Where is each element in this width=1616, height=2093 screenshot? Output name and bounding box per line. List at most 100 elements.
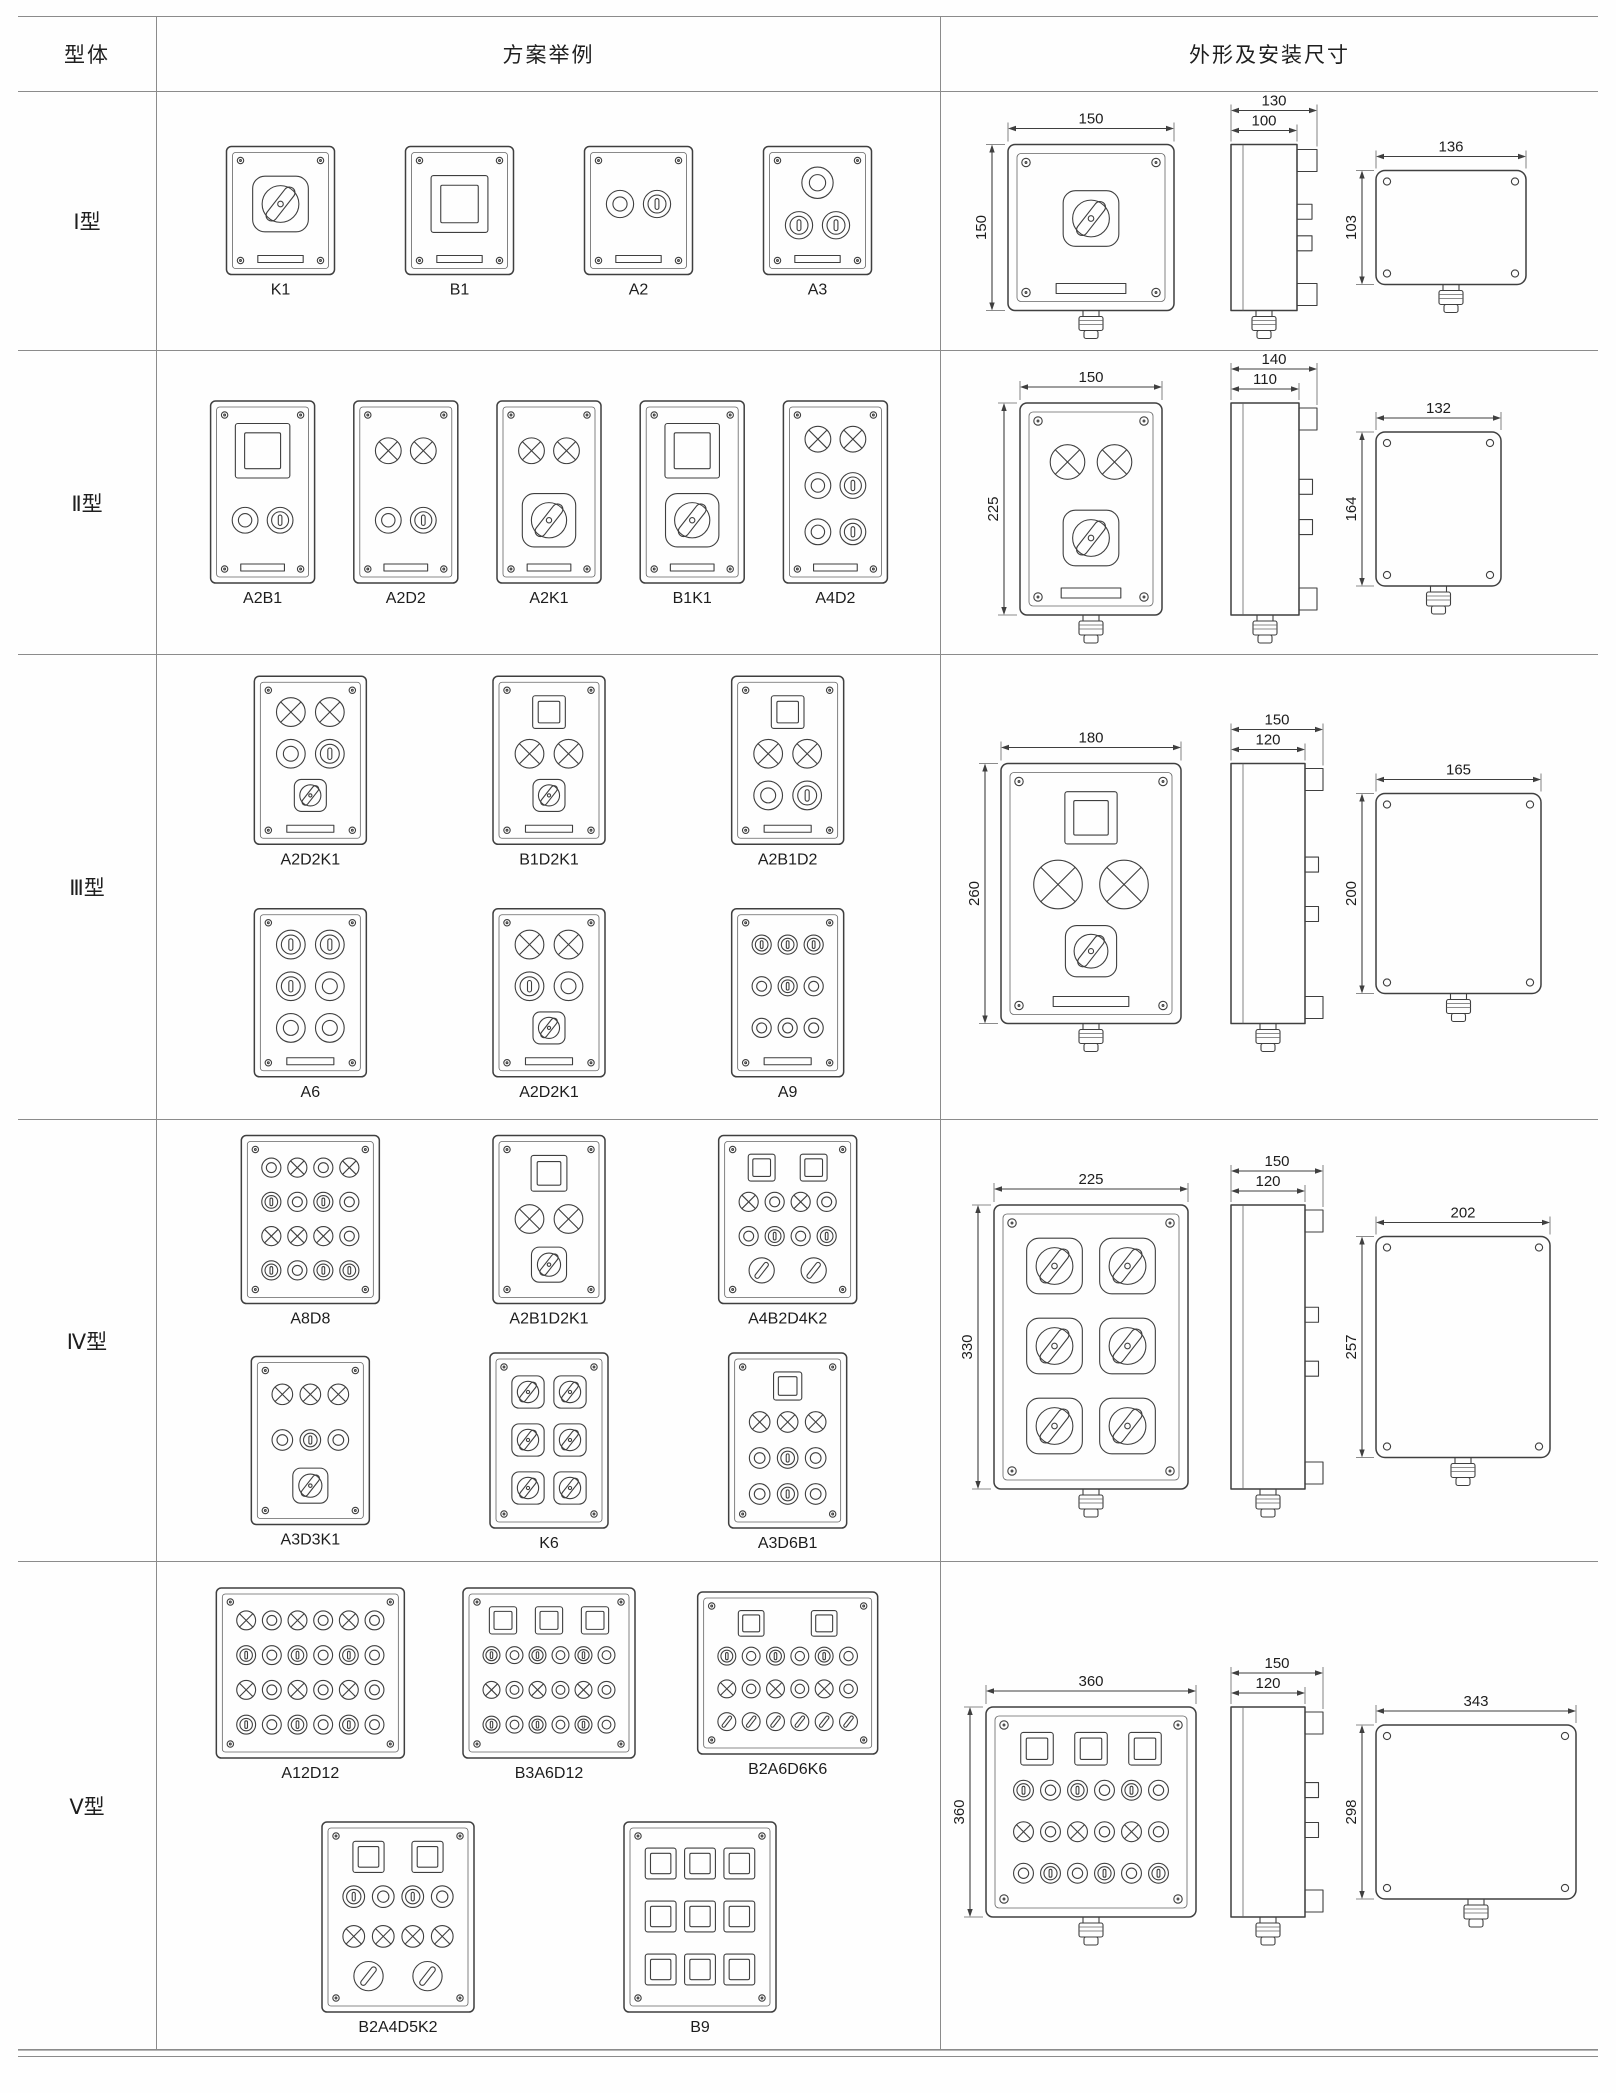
dimension-value: 165 [1446,762,1471,779]
example-box: B1 [404,145,515,299]
dimension-value: 202 [1450,1205,1475,1222]
example-label: A2D2 [386,590,426,607]
dimension-value: 164 [1343,496,1360,521]
type-label: Ⅴ型 [69,1795,105,1819]
dimension-value: 132 [1426,400,1451,417]
header-examples-label: 方案举例 [502,44,595,67]
example-box: A2 [583,145,694,299]
examples-cell: K1 B1 A2 A3 [157,92,941,350]
back-view: 132 164 [1343,400,1502,615]
dimension-value: 298 [1343,1799,1360,1824]
dimension-value: 260 [966,881,983,906]
dimension-value: 136 [1438,139,1463,156]
example-label: A2 [629,282,649,299]
example-box: B9 [623,1821,777,2036]
example-label: B1K1 [673,590,712,607]
example-box: B3A6D12 [462,1587,636,1782]
example-label: B2A4D5K2 [358,2019,437,2036]
header-cell-type: 型体 [18,17,157,91]
type-cell: Ⅱ型 [18,351,157,654]
dimension-value: 130 [1261,93,1286,110]
header-type-label: 型体 [64,44,110,67]
example-label: A3 [808,282,828,299]
example-box: A4B2D4K2 [717,1134,858,1328]
example-label: A2B1D2 [758,851,818,868]
back-view: 136 103 [1343,139,1527,314]
dimension-value: 150 [1264,1153,1289,1170]
dimension-value: 343 [1463,1693,1488,1710]
example-box: A3D3K1 [250,1355,371,1549]
header-dimensions-label: 外形及安装尺寸 [1189,44,1350,67]
dimension-value: 150 [1078,369,1103,386]
example-box: B2A4D5K2 [321,1821,475,2036]
type-label: Ⅳ型 [66,1330,108,1354]
type-cell: Ⅲ型 [18,655,157,1119]
example-box: A3D6B1 [727,1352,848,1552]
example-box: A9 [730,908,845,1101]
example-label: A2K1 [529,590,568,607]
example-box: B2A6D6K6 [696,1591,879,1778]
example-box: A2B1D2K1 [492,1134,606,1328]
example-label: A2B1D2K1 [509,1311,588,1328]
examples-drawing: K1 B1 A2 A3 [225,145,873,299]
dimension-value: 225 [985,496,1002,521]
example-label: A2D2K1 [281,851,341,868]
example-label: B9 [690,2019,710,2036]
example-box: A8D8 [240,1134,381,1328]
example-box: A2D2K1 [492,908,606,1101]
table-bottom-rule [18,2050,1598,2057]
example-label: A6 [301,1084,321,1101]
example-label: A3D3K1 [281,1532,341,1549]
dimension-value: 150 [973,215,990,240]
back-view: 343 298 [1343,1693,1577,1928]
dimension-value: 360 [951,1799,968,1824]
example-box: A12D12 [215,1587,406,1782]
example-label: B1 [450,282,470,299]
example-label: K1 [271,282,291,299]
dimension-value: 103 [1343,215,1360,240]
example-box: K1 [225,145,336,299]
example-box: A2K1 [496,400,602,607]
type-cell: Ⅴ型 [18,1562,157,2049]
example-label: B3A6D12 [515,1765,584,1782]
example-box: A2B1D2 [730,675,845,868]
example-label: A9 [778,1084,798,1101]
example-label: B1D2K1 [519,851,579,868]
example-box: A6 [253,908,368,1101]
example-box: A2D2K1 [253,675,368,868]
example-label: A3D6B1 [758,1535,818,1552]
dimension-value: 257 [1343,1334,1360,1359]
dimension-value: 150 [1264,712,1289,729]
dimension-value: 200 [1343,881,1360,906]
example-label: A8D8 [290,1311,330,1328]
front-view: 150 225 [985,369,1163,644]
example-label: B2A6D6K6 [748,1761,827,1778]
example-box: A2D2 [353,400,459,607]
example-box: A2B1 [209,400,316,607]
dimension-value: 140 [1261,351,1286,368]
example-box: A3 [762,145,873,299]
type-label: Ⅰ型 [73,211,101,234]
example-label: A4D2 [815,590,855,607]
